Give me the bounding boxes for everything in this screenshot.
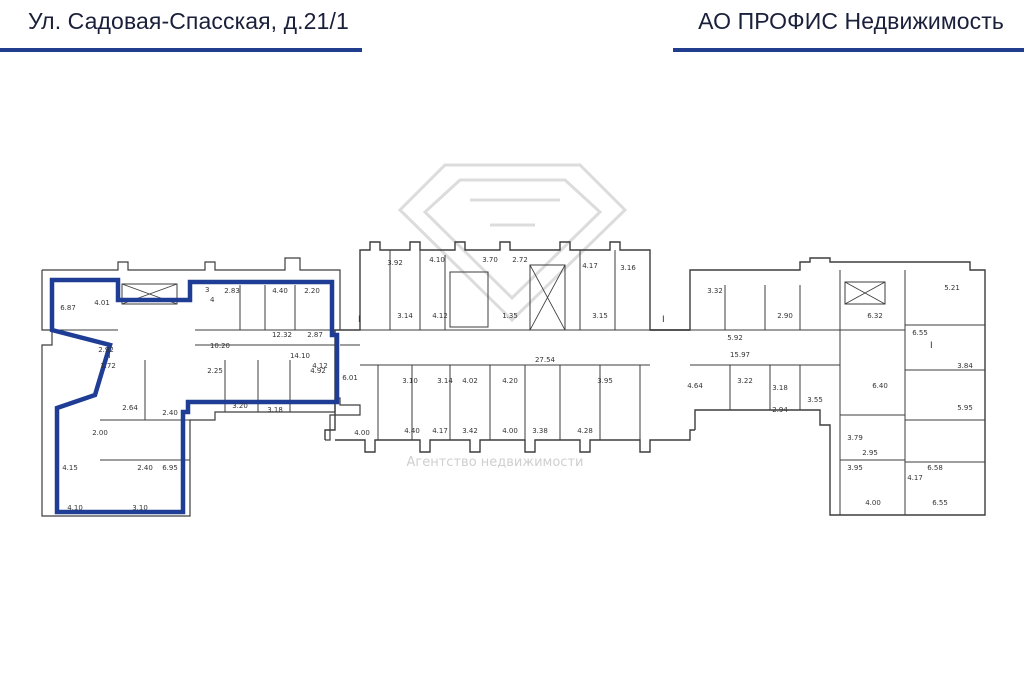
address-title: Ул. Садовая-Спасская, д.21/1 bbox=[28, 8, 349, 34]
dimension-label: 6.55 bbox=[912, 329, 928, 337]
dimension-label: 3.79 bbox=[847, 434, 863, 442]
dimension-label: 3.55 bbox=[807, 396, 823, 404]
dimension-label: 3.10 bbox=[132, 504, 148, 512]
dimension-label: 3.20 bbox=[232, 402, 248, 410]
dimension-label: 3.14 bbox=[437, 377, 453, 385]
dimension-label: 2.87 bbox=[307, 331, 323, 339]
dimension-label: 2.64 bbox=[122, 404, 138, 412]
dimension-label: 6.95 bbox=[162, 464, 178, 472]
dimension-label: 4.40 bbox=[404, 427, 420, 435]
dimension-labels: 6.87 4.01 2.83 4.40 2.20 4.92 1.72 2.92 2.00 4.15… bbox=[60, 256, 973, 512]
dimension-label: 3.10 bbox=[402, 377, 418, 385]
dimension-label: 4.02 bbox=[462, 377, 478, 385]
dimension-label: 5.21 bbox=[944, 284, 960, 292]
dimension-label: 4.20 bbox=[502, 377, 518, 385]
dimension-label: 6.87 bbox=[60, 304, 76, 312]
axis-mark: I bbox=[108, 351, 111, 361]
dimension-label: 15.97 bbox=[730, 351, 750, 359]
dimension-label: 6.01 bbox=[342, 374, 358, 382]
dimension-label: 4.00 bbox=[502, 427, 518, 435]
dimension-label: 4.10 bbox=[67, 504, 83, 512]
dimension-label: 3.70 bbox=[482, 256, 498, 264]
dimension-label: 6.58 bbox=[927, 464, 943, 472]
dimension-label: 3.22 bbox=[737, 377, 753, 385]
dimension-label: 4.12 bbox=[432, 312, 448, 320]
dimension-label: 2.25 bbox=[207, 367, 223, 375]
dimension-label: 6.40 bbox=[872, 382, 888, 390]
dimension-label: 10.20 bbox=[210, 342, 230, 350]
dimension-label: 3.16 bbox=[620, 264, 636, 272]
dimension-label: 2.72 bbox=[512, 256, 528, 264]
dimension-label: 4.28 bbox=[577, 427, 593, 435]
dimension-label: 3.15 bbox=[592, 312, 608, 320]
dimension-label: 3.92 bbox=[387, 259, 403, 267]
dimension-label: 4.17 bbox=[907, 474, 923, 482]
dimension-label: 27.54 bbox=[535, 356, 556, 364]
dimension-label: 2.40 bbox=[162, 409, 178, 417]
dimension-label: 4.15 bbox=[62, 464, 78, 472]
header-underline-right bbox=[673, 48, 1024, 52]
dimension-label: 3.38 bbox=[532, 427, 548, 435]
dimension-label: 6.55 bbox=[932, 499, 948, 507]
dimension-label: 2.20 bbox=[304, 287, 320, 295]
dimension-label: 3.18 bbox=[772, 384, 788, 392]
dimension-label: 3.95 bbox=[847, 464, 863, 472]
dimension-label: 3.84 bbox=[957, 362, 973, 370]
dimension-label: 4.40 bbox=[272, 287, 288, 295]
dimension-label: 4.10 bbox=[429, 256, 445, 264]
dimension-label: 4.64 bbox=[687, 382, 703, 390]
dimension-label: 3.95 bbox=[597, 377, 613, 385]
room-number: 3 bbox=[205, 286, 209, 294]
dimension-label: 5.95 bbox=[957, 404, 973, 412]
dimension-label: 2.94 bbox=[772, 406, 788, 414]
dimension-label: 2.90 bbox=[777, 312, 793, 320]
dimension-label: 3.42 bbox=[462, 427, 478, 435]
dimension-label: 5.92 bbox=[727, 334, 743, 342]
axis-mark: I bbox=[930, 341, 933, 351]
dimension-label: 4.17 bbox=[582, 262, 598, 270]
dimension-label: 2.95 bbox=[862, 449, 878, 457]
dimension-label: 4.00 bbox=[865, 499, 881, 507]
dimension-label: 4.00 bbox=[354, 429, 370, 437]
dimension-label: 4.92 bbox=[310, 367, 326, 375]
dimension-label: 4.01 bbox=[94, 299, 110, 307]
dimension-label: 4.17 bbox=[432, 427, 448, 435]
header-underline-left bbox=[0, 48, 362, 52]
dimension-label: 12.32 bbox=[272, 331, 292, 339]
plan-walls bbox=[41, 241, 986, 517]
dimension-label: 2.00 bbox=[92, 429, 108, 437]
room-number: 4 bbox=[210, 296, 215, 304]
watermark-logo bbox=[397, 163, 628, 323]
dimension-label: 3.32 bbox=[707, 287, 723, 295]
dimension-label: 3.14 bbox=[397, 312, 413, 320]
watermark-text: Агентство недвижимости bbox=[407, 455, 584, 470]
dimension-label: 2.40 bbox=[137, 464, 153, 472]
dimension-label: 2.92 bbox=[98, 346, 114, 354]
dimension-label: 6.32 bbox=[867, 312, 883, 320]
dimension-label: 4.12 bbox=[312, 362, 328, 370]
dimension-label: 1.35 bbox=[502, 312, 518, 320]
dimension-label: 2.83 bbox=[224, 287, 240, 295]
highlighted-premises-outline bbox=[49, 277, 340, 515]
axis-mark: I bbox=[358, 315, 361, 325]
axis-mark: I bbox=[662, 315, 665, 325]
dimension-label: 14.10 bbox=[290, 352, 310, 360]
agency-name: АО ПРОФИС Недвижимость bbox=[698, 8, 1004, 34]
dimension-label: 1.72 bbox=[100, 362, 116, 370]
dimension-label: 3.18 bbox=[267, 406, 283, 414]
